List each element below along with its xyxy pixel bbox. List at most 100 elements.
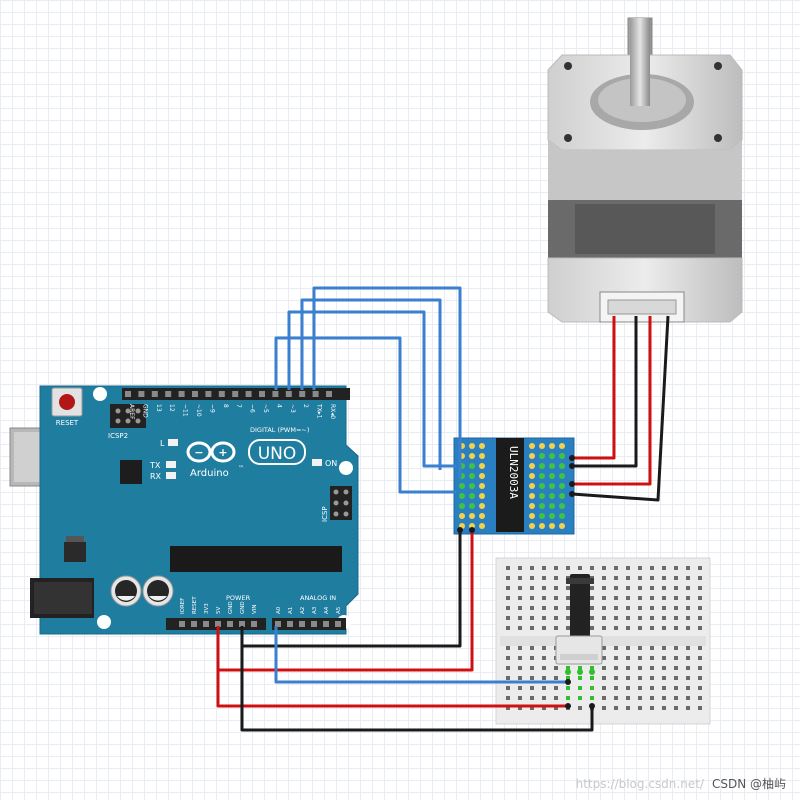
breadboard-hole (578, 566, 582, 570)
breadboard-hole (698, 576, 702, 580)
breadboard-hole (614, 586, 618, 590)
breadboard-hole (674, 696, 678, 700)
breadboard-hole (638, 696, 642, 700)
header-pin-label: TX▸1 (316, 403, 323, 419)
microcontroller-chip (170, 546, 342, 572)
breadboard-hole (626, 696, 630, 700)
breadboard-hole (698, 666, 702, 670)
breadboard-hole (530, 676, 534, 680)
header-pin (335, 621, 341, 627)
pcb-hole (529, 503, 535, 509)
header-pin (151, 391, 158, 397)
breadboard-hole (638, 616, 642, 620)
breadboard-hole (602, 676, 606, 680)
breadboard-hole (614, 646, 618, 650)
breadboard-hole (530, 596, 534, 600)
breadboard-hole (674, 706, 678, 710)
breadboard-hole (626, 616, 630, 620)
breadboard-hole (650, 696, 654, 700)
breadboard-hole (518, 656, 522, 660)
motor-wire-2 (572, 316, 638, 468)
breadboard-hole (650, 676, 654, 680)
breadboard-hole (686, 616, 690, 620)
breadboard-hole (614, 666, 618, 670)
pcb-hole (559, 453, 565, 459)
pcb-hole (559, 483, 565, 489)
pcb-hole (559, 503, 565, 509)
pcb-hole (459, 493, 465, 499)
breadboard-hole (506, 646, 510, 650)
breadboard-hole (674, 566, 678, 570)
pcb-hole (539, 513, 545, 519)
digital-label: DIGITAL (PWM=~) (250, 426, 309, 434)
breadboard-hole (662, 666, 666, 670)
breadboard-hole (518, 686, 522, 690)
breadboard-hole (566, 586, 570, 590)
breadboard-hole (614, 566, 618, 570)
breadboard-hole (686, 646, 690, 650)
breadboard-hole (602, 626, 606, 630)
breadboard-hole (698, 566, 702, 570)
breadboard-hole (554, 706, 558, 710)
pcb-hole (539, 443, 545, 449)
breadboard-hole (662, 616, 666, 620)
breadboard-hole (590, 626, 594, 630)
pcb-hole (529, 453, 535, 459)
breadboard-hole (566, 566, 570, 570)
breadboard-hole (638, 706, 642, 710)
header-pin-label: GND (240, 601, 246, 614)
breadboard-hole (530, 586, 534, 590)
breadboard-hole (686, 566, 690, 570)
header-pin (205, 391, 212, 397)
wire-d5 (274, 336, 456, 494)
pcb-hole (479, 473, 485, 479)
breadboard-hole (542, 576, 546, 580)
breadboard-hole (518, 696, 522, 700)
header-pin (232, 391, 239, 397)
trademark-sign: ™ (238, 465, 244, 472)
header-pin-label: A2 (300, 607, 306, 614)
header-pin-label: IOREF (180, 598, 186, 614)
breadboard-hole (590, 686, 594, 690)
breadboard-hole (542, 686, 546, 690)
pcb-hole (529, 483, 535, 489)
breadboard-hole (614, 616, 618, 620)
breadboard-hole (626, 586, 630, 590)
header-pin-label: A4 (324, 606, 330, 614)
breadboard-hole (554, 626, 558, 630)
breadboard-hole (662, 596, 666, 600)
breadboard-hole (626, 686, 630, 690)
potentiometer (555, 574, 603, 675)
breadboard-hole (614, 696, 618, 700)
breadboard-hole (590, 666, 594, 670)
breadboard-hole (638, 606, 642, 610)
breadboard-hole (686, 696, 690, 700)
pcb-hole (539, 503, 545, 509)
header-pin-label: ~9 (208, 404, 215, 413)
power-label: POWER (226, 594, 251, 602)
breadboard-hole (542, 566, 546, 570)
header-pin (203, 621, 209, 627)
breadboard-hole (554, 616, 558, 620)
header-pin-label: A3 (312, 606, 318, 614)
breadboard-hole (698, 646, 702, 650)
motor-screw-hole (564, 62, 572, 70)
breadboard (495, 557, 711, 725)
breadboard-hole (518, 666, 522, 670)
breadboard-hole (686, 676, 690, 680)
breadboard-hole (638, 666, 642, 670)
pcb-hole (549, 493, 555, 499)
breadboard-hole (518, 596, 522, 600)
stepper-motor (547, 17, 743, 323)
svg-text:+: + (218, 446, 227, 459)
breadboard-hole (638, 576, 642, 580)
breadboard-hole (662, 686, 666, 690)
breadboard-hole (506, 696, 510, 700)
led-l-label: L (160, 439, 165, 448)
header-pin (323, 621, 329, 627)
breadboard-hole (602, 576, 606, 580)
breadboard-hole (542, 586, 546, 590)
watermark-author: CSDN @柚屿 (711, 777, 786, 791)
